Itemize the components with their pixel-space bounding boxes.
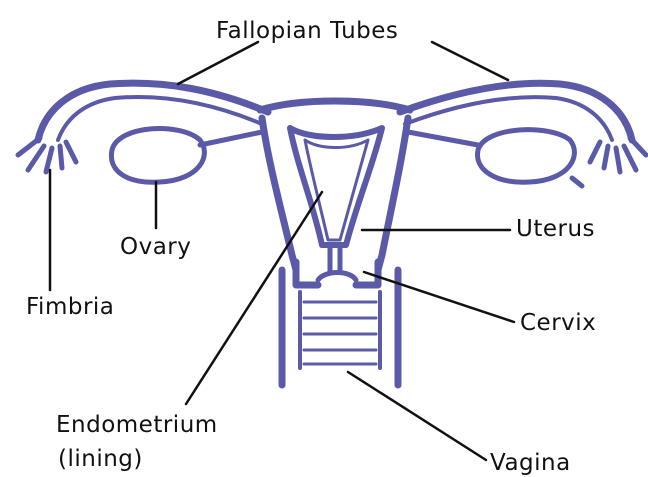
fallopian-tubes-label: Fallopian Tubes [216,20,398,43]
lining-label: (lining) [58,448,143,471]
vagina-leader [348,372,486,460]
uterus-fundus [260,101,410,110]
vaginal-rugae [304,302,376,364]
fallopian-right-leader [432,42,508,80]
cervix-label: Cervix [520,312,596,335]
left-fallopian-tube-inner [58,97,262,140]
fimbria-label: Fimbria [26,296,114,319]
uterus-right-wall [378,118,408,270]
left-fimbriae [18,138,76,172]
ovary-label: Ovary [120,236,191,259]
cervical-canal [330,245,340,272]
left-ovary [111,129,204,183]
vagina-label: Vagina [490,452,571,475]
cervix-left [296,262,318,285]
cervix-os [318,273,356,281]
right-ovarian-ligament [408,132,478,145]
fallopian-left-leader [178,42,258,84]
endometrium-label: Endometrium [56,414,218,437]
endometrium-lining [290,128,382,245]
left-ovarian-ligament [200,132,262,145]
right-fimbriae [572,138,646,186]
right-ovary [478,130,575,183]
uterus-label: Uterus [516,218,595,241]
cervix-leader [364,272,514,322]
